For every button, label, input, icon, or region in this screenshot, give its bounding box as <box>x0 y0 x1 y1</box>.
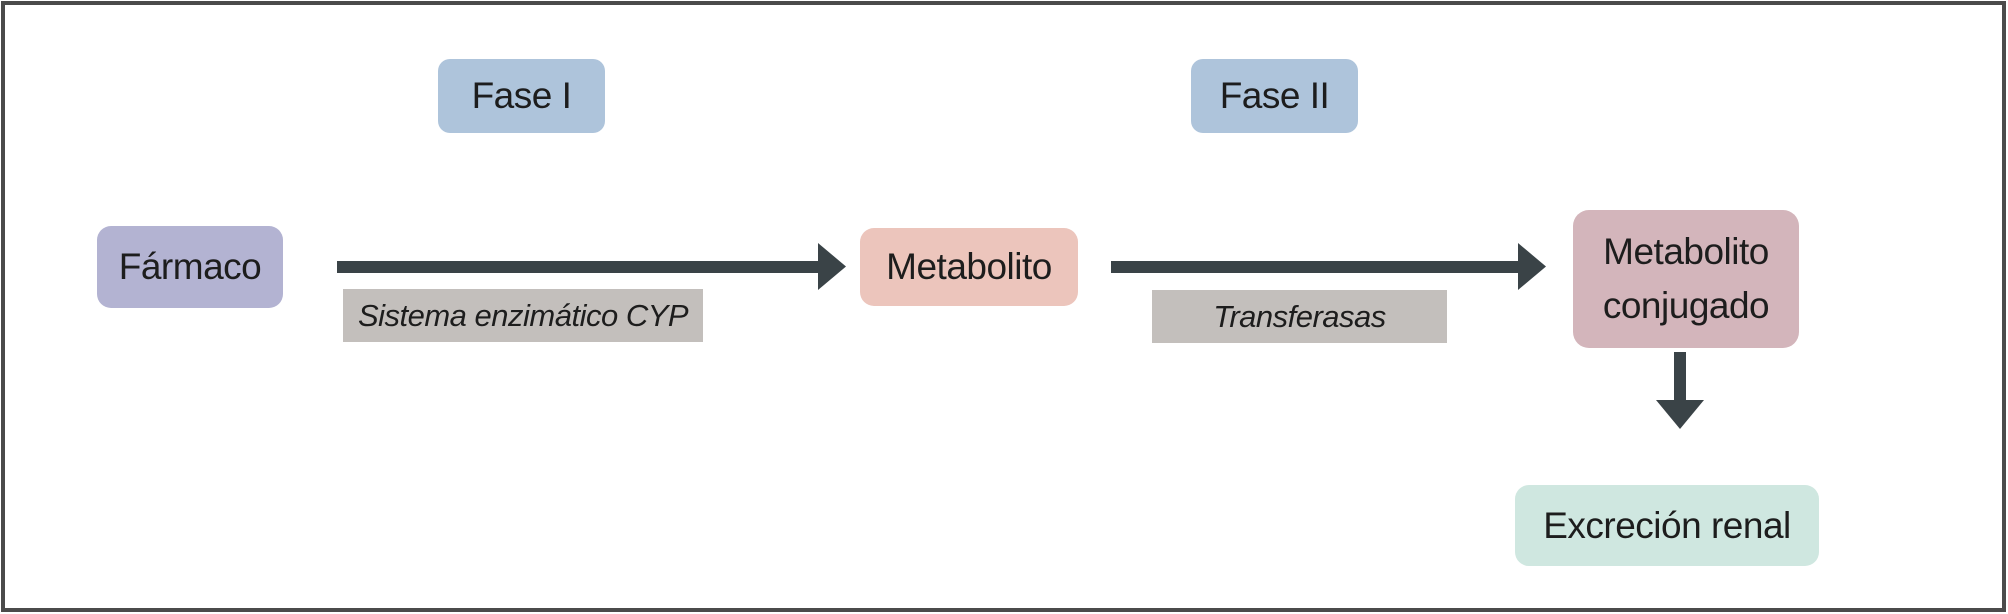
excrecion-renal-node: Excreción renal <box>1515 485 1819 566</box>
farmaco-node: Fármaco <box>97 226 283 308</box>
cyp-enzyme-label: Sistema enzimático CYP <box>343 289 703 342</box>
arrow-conjugado-to-excrecion-head <box>1656 400 1704 429</box>
metabolito-node: Metabolito <box>860 228 1078 306</box>
metabolito-conjugado-node: Metabolito conjugado <box>1573 210 1799 348</box>
arrow-conjugado-to-excrecion-shaft <box>1674 352 1686 402</box>
transferasas-enzyme-label: Transferasas <box>1152 290 1447 343</box>
arrow-metabolito-to-conjugado-shaft <box>1111 261 1520 273</box>
arrow-metabolito-to-conjugado-head <box>1518 243 1546 290</box>
arrow-farmaco-to-metabolito-shaft <box>337 261 820 273</box>
arrow-farmaco-to-metabolito-head <box>818 243 846 290</box>
phase-1-box: Fase I <box>438 59 605 133</box>
phase-2-box: Fase II <box>1191 59 1358 133</box>
